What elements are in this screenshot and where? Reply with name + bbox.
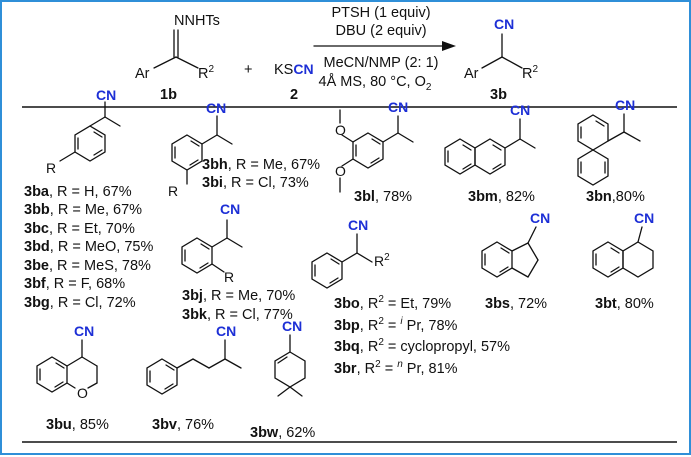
structure-3bn: CN <box>577 97 641 186</box>
condition-dbu: DBU (2 equiv) <box>335 23 426 39</box>
reaction-arrowhead <box>442 41 456 51</box>
product-r-label: R2 <box>522 64 538 82</box>
entry-3be: 3be, R = MeS, 78% <box>24 258 151 274</box>
entry-3bp: 3bp, R2 = i Pr, 78% <box>334 316 458 334</box>
potassium-thio-label: KS <box>274 62 293 78</box>
cn-label: CN <box>510 102 530 118</box>
entry-3br: 3br, R2 = n Pr, 81% <box>334 359 458 377</box>
entry-3bd: 3bd, R = MeO, 75% <box>24 239 153 255</box>
cn-label: CN <box>388 99 408 115</box>
entry-3bs: 3bs, 72% <box>485 296 547 312</box>
entry-3bq: 3bq, R2 = cyclopropyl, 57% <box>334 337 510 355</box>
entry-3bo: 3bo, R2 = Et, 79% <box>334 294 451 312</box>
r-group-label: R2 <box>198 64 214 82</box>
structure-3bt: CN <box>592 210 654 278</box>
entry-3bu: 3bu, 85% <box>46 417 109 433</box>
r-label: R <box>168 183 178 199</box>
structure-3bw: CN <box>274 318 306 397</box>
entry-3bg: 3bg, R = Cl, 72% <box>24 295 136 311</box>
compound-label-1b: 1b <box>160 87 177 103</box>
compound-label-3b: 3b <box>490 87 507 103</box>
entry-3bj: 3bj, R = Me, 70% <box>182 288 295 304</box>
structure-3bo-3br: CN R2 <box>311 217 390 289</box>
entry-3bf: 3bf, R = F, 68% <box>24 276 125 292</box>
reactant-1b: NNHTs Ar R2 1b <box>135 13 220 103</box>
cn-label: CN <box>282 318 302 334</box>
o-label-lower: O <box>335 163 346 179</box>
compound-label-2: 2 <box>290 87 298 103</box>
structure-3bh-3bi: CN R <box>168 100 233 199</box>
structure-3bs: CN <box>481 210 550 278</box>
cn-label: CN <box>206 100 226 116</box>
r-label: R <box>224 269 234 285</box>
entry-3bb: 3bb, R = Me, 67% <box>24 202 142 218</box>
cn-label: CN <box>216 323 236 339</box>
entry-3bh: 3bh, R = Me, 67% <box>202 157 320 173</box>
product-3b: CN Ar R2 3b <box>464 16 538 103</box>
entry-3bw: 3bw, 62% <box>250 425 315 441</box>
cn-label: CN <box>74 323 94 339</box>
structure-3bu: CN O <box>36 323 98 401</box>
structure-3bl: CN O O <box>335 99 414 193</box>
entry-3bv: 3bv, 76% <box>152 417 214 433</box>
entry-3bl: 3bl, 78% <box>354 189 412 205</box>
structure-3bm: CN <box>444 102 536 175</box>
entry-3bn: 3bn,80% <box>586 189 645 205</box>
plus-sign: + <box>244 62 252 78</box>
aryl-label: Ar <box>135 66 150 82</box>
reaction-conditions: PTSH (1 equiv) DBU (2 equiv) MeCN/NMP (2… <box>313 5 456 93</box>
product-aryl-label: Ar <box>464 66 479 82</box>
condition-solvent: MeCN/NMP (2: 1) <box>324 55 439 71</box>
structure-3bv: CN <box>146 323 242 395</box>
condition-ptsh: PTSH (1 equiv) <box>331 5 430 21</box>
o-label-upper: O <box>335 122 346 138</box>
cn-label: CN <box>530 210 550 226</box>
cn-label: CN <box>348 217 368 233</box>
condition-temperature: 4Å MS, 80 °C, O2 <box>319 73 432 93</box>
r2-label: R2 <box>374 252 390 269</box>
r-label: R <box>46 160 56 176</box>
reagent-kscn: KSCN 2 <box>274 61 314 103</box>
entry-3ba: 3ba, R = H, 67% <box>24 184 132 200</box>
cn-label: CN <box>634 210 654 226</box>
product-cn-label: CN <box>494 16 514 32</box>
entry-3bk: 3bk, R = Cl, 77% <box>182 307 293 323</box>
entry-3bm: 3bm, 82% <box>468 189 535 205</box>
entry-3bi: 3bi, R = Cl, 73% <box>202 175 309 191</box>
structure-3bj-3bk: CN R <box>181 201 243 285</box>
cn-label: CN <box>96 87 116 103</box>
entry-3bt: 3bt, 80% <box>595 296 654 312</box>
o-label: O <box>77 385 88 401</box>
structure-3ba-3bg: CN R <box>46 87 121 176</box>
cyanide-label: CN <box>293 61 313 77</box>
entry-3bc: 3bc, R = Et, 70% <box>24 221 135 237</box>
cn-label: CN <box>615 97 635 113</box>
hydrazone-group-label: NNHTs <box>174 13 220 29</box>
cn-label: CN <box>220 201 240 217</box>
svg-text:KSCN: KSCN <box>274 61 314 78</box>
